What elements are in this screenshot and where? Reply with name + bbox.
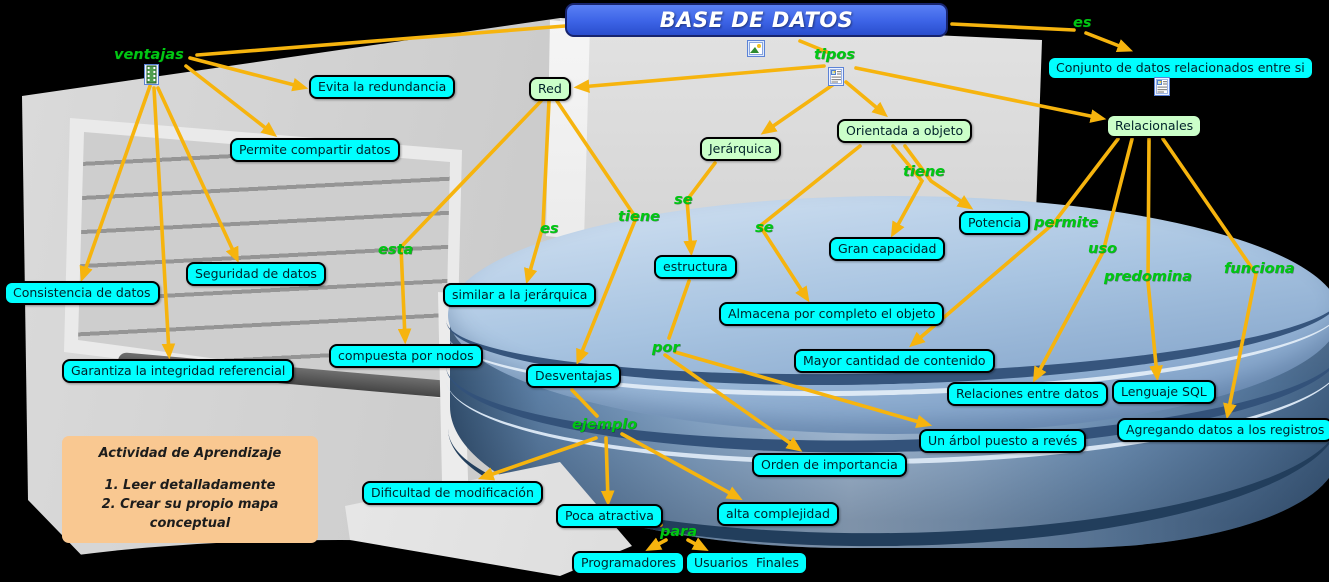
node-programadores[interactable]: Programadores bbox=[572, 551, 686, 575]
link-label-predomina[interactable]: predomina bbox=[1104, 269, 1192, 285]
link-label-funciona[interactable]: funciona bbox=[1224, 261, 1295, 277]
node-relaciones-entre-datos[interactable]: Relaciones entre datos bbox=[947, 382, 1108, 406]
node-usuarios-finales[interactable]: Usuarios Finales bbox=[685, 551, 808, 575]
node-orientada-a-objeto[interactable]: Orientada a objeto bbox=[837, 119, 973, 143]
link-label-se[interactable]: se bbox=[755, 220, 774, 236]
document-icon[interactable] bbox=[828, 67, 844, 86]
node-red[interactable]: Red bbox=[529, 77, 571, 101]
link-label-tipos[interactable]: tipos bbox=[814, 47, 855, 63]
link-label-esta[interactable]: esta bbox=[378, 242, 414, 258]
node-desventajas[interactable]: Desventajas bbox=[526, 364, 622, 388]
film-icon[interactable] bbox=[144, 64, 159, 85]
link-label-es[interactable]: es bbox=[1073, 15, 1092, 31]
node-jerarquica[interactable]: Jerárquica bbox=[700, 137, 781, 161]
node-conjunto-de-datos[interactable]: Conjunto de datos relacionados entre si bbox=[1047, 56, 1314, 80]
node-lenguaje-sql[interactable]: Lenguaje SQL bbox=[1112, 380, 1216, 404]
activity-item-1: 1. Leer detalladamente bbox=[104, 477, 276, 493]
document-icon[interactable] bbox=[1154, 77, 1170, 96]
link-label-tiene[interactable]: tiene bbox=[903, 164, 945, 180]
link-label-se[interactable]: se bbox=[674, 192, 693, 208]
node-garantiza-integridad[interactable]: Garantiza la integridad referencial bbox=[62, 359, 295, 383]
node-estructura[interactable]: estructura bbox=[654, 255, 737, 279]
image-icon[interactable] bbox=[747, 40, 765, 57]
link-label-ventajas[interactable]: ventajas bbox=[114, 47, 184, 63]
activity-note: Actividad de Aprendizaje 1. Leer detalla… bbox=[62, 436, 318, 544]
link-label-ejemplo[interactable]: ejemplo bbox=[572, 417, 638, 433]
node-compuesta-por-nodos[interactable]: compuesta por nodos bbox=[329, 344, 483, 368]
link-label-permite[interactable]: permite bbox=[1034, 215, 1099, 231]
link-label-es[interactable]: es bbox=[540, 221, 559, 237]
activity-spacer bbox=[70, 464, 310, 477]
node-almacena-objeto[interactable]: Almacena por completo el objeto bbox=[719, 302, 945, 326]
node-poca-atractiva[interactable]: Poca atractiva bbox=[556, 504, 663, 528]
node-gran-capacidad[interactable]: Gran capacidad bbox=[829, 237, 946, 261]
link-label-tiene[interactable]: tiene bbox=[618, 209, 660, 225]
node-potencia[interactable]: Potencia bbox=[959, 211, 1031, 235]
node-dificultad-modificacion[interactable]: Dificultad de modificación bbox=[362, 481, 543, 505]
node-consistencia-de-datos[interactable]: Consistencia de datos bbox=[4, 281, 160, 305]
activity-item-2: 2. Crear su propio mapa conceptual bbox=[101, 496, 279, 531]
node-alta-complejidad[interactable]: alta complejidad bbox=[717, 502, 839, 526]
root-node-base-de-datos[interactable]: BASE DE DATOS bbox=[565, 3, 948, 37]
node-mayor-cantidad[interactable]: Mayor cantidad de contenido bbox=[794, 349, 995, 373]
node-relacionales[interactable]: Relacionales bbox=[1106, 114, 1203, 138]
link-label-para[interactable]: para bbox=[660, 524, 698, 540]
node-evita-la-redundancia[interactable]: Evita la redundancia bbox=[309, 75, 456, 99]
node-orden-de-importancia[interactable]: Orden de importancia bbox=[752, 453, 907, 477]
activity-heading: Actividad de Aprendizaje bbox=[98, 446, 282, 461]
node-agregando-datos[interactable]: Agregando datos a los registros bbox=[1117, 418, 1329, 442]
node-permite-compartir-datos[interactable]: Permite compartir datos bbox=[230, 138, 400, 162]
node-seguridad-de-datos[interactable]: Seguridad de datos bbox=[186, 262, 326, 286]
node-arbol-puesto-a-reves[interactable]: Un árbol puesto a revés bbox=[919, 429, 1087, 453]
link-label-por[interactable]: por bbox=[652, 340, 680, 356]
node-similar-a-la-jerarquica[interactable]: similar a la jerárquica bbox=[443, 283, 597, 307]
link-label-uso[interactable]: uso bbox=[1088, 241, 1117, 257]
